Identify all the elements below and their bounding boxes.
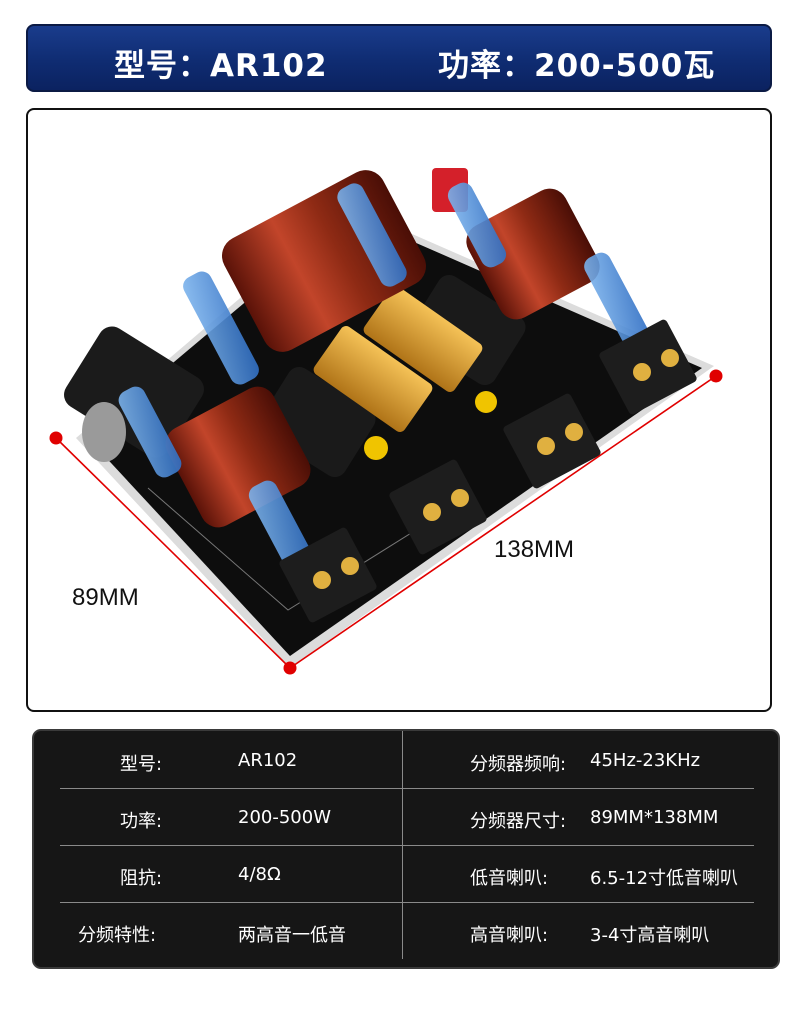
spec-row-power: 功率: 200-500W 分频器尺寸: 89MM*138MM <box>34 788 778 846</box>
spec-value-model: AR102 <box>238 750 298 771</box>
spec-value-woofer: 6.5-12寸低音喇叭 <box>590 868 739 889</box>
spec-value-tweeter: 3-4寸高音喇叭 <box>590 925 710 946</box>
spec-label-power: 功率: <box>120 811 163 832</box>
title-banner: 型号：AR102 功率：200-500瓦 <box>26 24 772 92</box>
width-label: 89MM <box>72 584 139 611</box>
spec-value-impedance: 4/8Ω <box>238 864 281 885</box>
spec-label-frequency: 分频器频响: <box>470 754 567 775</box>
banner-model: 型号：AR102 <box>114 48 328 84</box>
spec-label-size: 分频器尺寸: <box>470 811 567 832</box>
length-label: 138MM <box>494 536 575 563</box>
spec-value-size: 89MM*138MM <box>590 807 719 828</box>
spec-label-model: 型号: <box>120 754 163 775</box>
spec-value-power: 200-500W <box>238 807 332 828</box>
banner-power: 功率：200-500瓦 <box>438 48 716 84</box>
spec-label-impedance: 阻抗: <box>120 868 163 889</box>
spec-row-impedance: 阻抗: 4/8Ω 低音喇叭: 6.5-12寸低音喇叭 <box>34 845 778 903</box>
spec-label-crossover-type: 分频特性: <box>78 925 157 946</box>
product-photo <box>26 108 772 712</box>
crossover-board-illustration <box>49 168 723 675</box>
spec-row-model: 型号: AR102 分频器频响: 45Hz-23KHz <box>34 731 778 789</box>
spec-table: 型号: AR102 分频器频响: 45Hz-23KHz 功率: 200-500W… <box>32 729 780 969</box>
spec-value-frequency: 45Hz-23KHz <box>590 750 701 771</box>
spec-row-crossover-type: 分频特性: 两高音一低音 高音喇叭: 3-4寸高音喇叭 <box>34 902 778 960</box>
spec-label-woofer: 低音喇叭: <box>470 868 549 889</box>
spec-label-tweeter: 高音喇叭: <box>470 925 549 946</box>
spec-value-crossover-type: 两高音一低音 <box>238 925 346 946</box>
